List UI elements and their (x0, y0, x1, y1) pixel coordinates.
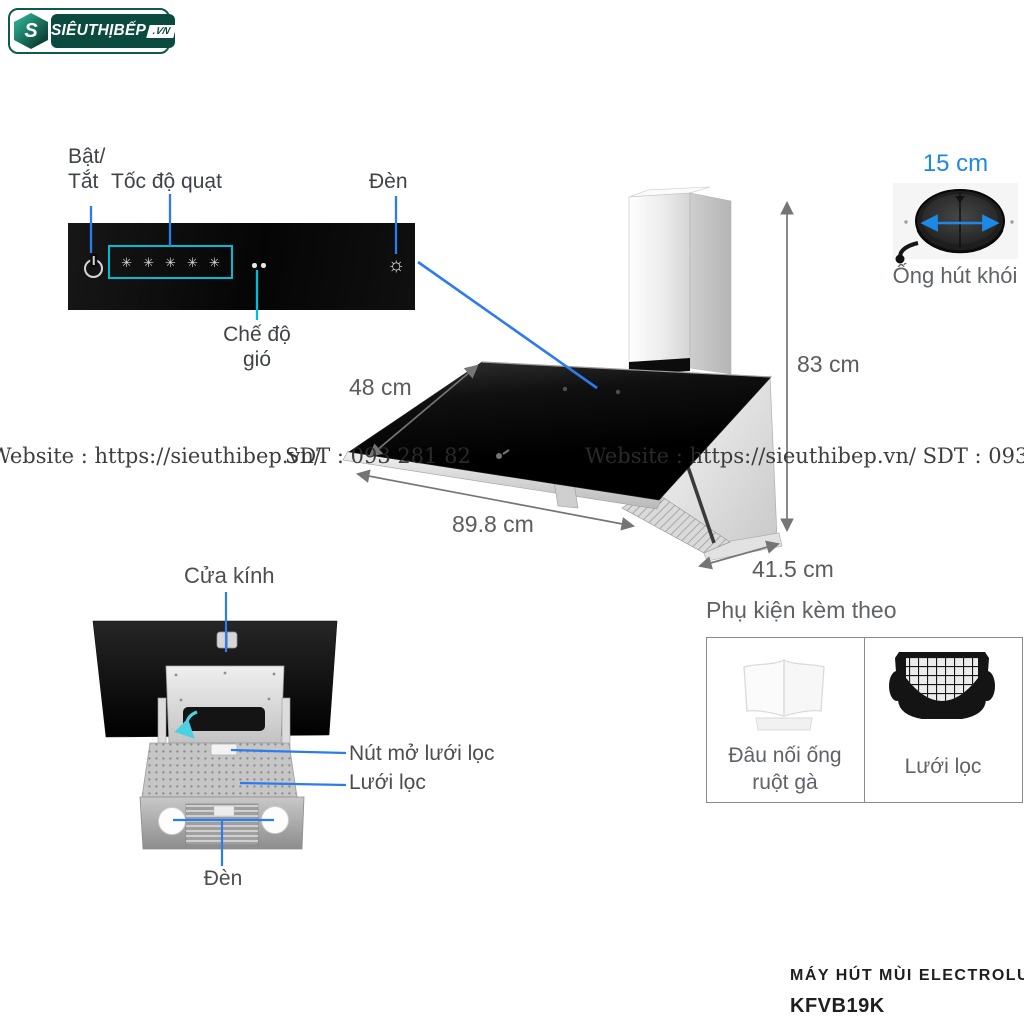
filter-label: Lưới lọc (349, 771, 426, 794)
logo-wordmark: SIÊUTHỊBẾP .VN (51, 14, 177, 48)
filter-release-label: Nút mở lưới lọc (349, 742, 495, 765)
fan-speed-3-icon: ✳ (165, 254, 176, 270)
filter-callout-line (239, 781, 347, 787)
lamp-label: Đèn (203, 867, 243, 890)
fan-speed-5-icon: ✳ (209, 254, 220, 270)
duct-label: Ống hút khói (892, 263, 1018, 288)
dim-height: 83 cm (797, 351, 860, 377)
control-panel-image: ✳ ✳ ✳ ✳ ✳ ☼ (68, 223, 415, 310)
fan-speed-2-icon: ✳ (143, 254, 154, 270)
watermark-left-site: Website : https://sieuthibep.vn/ (0, 444, 321, 468)
fan-speed-label: Tốc độ quạt (111, 170, 222, 193)
accessory-duct-connector-label: Đâu nối ống ruột gà (728, 744, 842, 794)
logo-tld-badge: .VN (146, 24, 177, 38)
accessory-cell-duct-connector (707, 638, 865, 802)
logo-hexagon-icon: S (14, 13, 48, 49)
panel-to-hood-line (417, 260, 598, 390)
wind-mode-label: Chế độ gió (223, 323, 291, 371)
underside-illustration (92, 620, 338, 850)
fan-speed-1-icon: ✳ (121, 254, 132, 270)
product-model: KFVB19K (790, 995, 885, 1017)
watermark-left-phone: SDT : 093 281 82 (285, 444, 471, 468)
power-label: Bật/ Tắt (68, 145, 106, 193)
power-icon (84, 259, 103, 278)
duct-illustration (893, 183, 1018, 264)
accessories-table (706, 637, 1023, 803)
duct-diameter-value: 15 cm (922, 150, 989, 177)
fan-speed-4-icon: ✳ (187, 254, 198, 270)
accessory-filter-label: Lưới lọc (904, 755, 982, 778)
underside-callout-lines (173, 592, 347, 866)
dim-body-depth: 41.5 cm (752, 556, 834, 582)
open-direction-arrow (174, 710, 198, 739)
watermark-right: Website : https://sieuthibep.vn/ SDT : 0… (585, 444, 1024, 468)
glass-door-label: Cửa kính (184, 563, 275, 588)
logo-text: SIÊUTHỊBẾP (51, 22, 147, 39)
product-title: MÁY HÚT MÙI ELECTROLUX (790, 967, 1024, 984)
light-icon: ☼ (387, 254, 406, 276)
accessories-title: Phụ kiện kèm theo (706, 597, 897, 623)
filter-release-callout-line (230, 748, 347, 755)
wind-mode-icon (249, 260, 271, 274)
dim-depth-top: 48 cm (349, 374, 412, 400)
fan-speed-group-highlight: ✳ ✳ ✳ ✳ ✳ (108, 245, 233, 279)
site-logo: S SIÊUTHỊBẾP .VN (8, 8, 177, 54)
light-label: Đèn (369, 170, 408, 193)
dim-width: 89.8 cm (452, 511, 534, 537)
dimension-arrows (355, 200, 794, 570)
